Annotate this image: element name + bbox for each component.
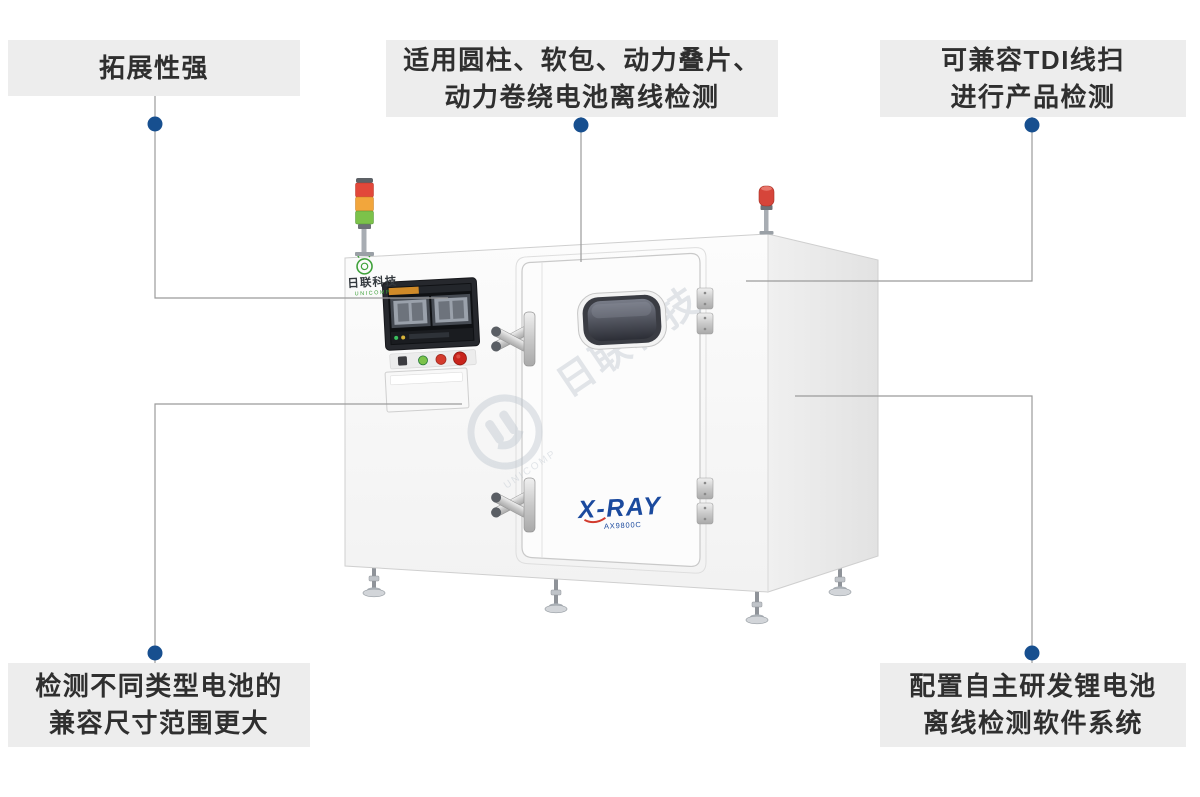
brand-name: 日联科技	[347, 274, 398, 291]
hinge	[696, 312, 714, 335]
callout-text: 进行产品检测	[950, 81, 1116, 112]
xray-logo-text: X-RAY	[576, 492, 664, 524]
control-buttons	[389, 349, 477, 370]
connector-dot	[147, 645, 163, 661]
callout-text: 可兼容TDI线扫	[941, 44, 1125, 75]
machine-foot	[362, 565, 386, 598]
callout-expandability: 拓展性强	[8, 40, 300, 96]
beacon-red-lamp	[758, 185, 775, 207]
xray-machine: 日联科技 UNICOMP	[344, 178, 879, 625]
connector-dot	[573, 117, 589, 133]
callout-text: 适用圆柱、软包、动力叠片、	[403, 44, 761, 75]
beacon-light	[758, 185, 775, 235]
machine-foot	[745, 590, 769, 625]
door-window	[577, 290, 667, 350]
signal-tower	[355, 178, 374, 256]
connector-dot	[1024, 117, 1040, 133]
machine-foot	[544, 578, 568, 614]
door-hinges	[696, 287, 714, 525]
callout-text: 动力卷绕电池离线检测	[444, 81, 720, 112]
monitor	[381, 277, 481, 351]
drawer-panel	[384, 367, 470, 413]
callout-connectors	[147, 96, 1040, 663]
green-button	[418, 355, 428, 366]
callout-tdi-scan: 可兼容TDI线扫 进行产品检测	[880, 40, 1186, 117]
xray-logo-swoosh	[583, 516, 606, 524]
tower-red-light	[355, 182, 374, 198]
door-frame	[515, 247, 707, 574]
connector-top-right	[746, 117, 1033, 282]
machine-feet	[362, 565, 852, 625]
callout-software: 配置自主研发锂电池 离线检测软件系统	[880, 663, 1186, 747]
callout-text: 离线检测软件系统	[922, 708, 1143, 738]
connector-dot	[147, 116, 163, 132]
callout-size-range: 检测不同类型电池的 兼容尺寸范围更大	[8, 663, 310, 747]
hinge	[696, 287, 714, 310]
connector-bottom-left	[154, 403, 462, 663]
connector-bottom-right	[795, 395, 1033, 663]
connector-dot	[1024, 645, 1040, 661]
power-switch	[397, 356, 408, 366]
xray-model-text: AX9800C	[604, 520, 642, 531]
hinge	[696, 477, 714, 500]
callout-battery-types: 适用圆柱、软包、动力叠片、 动力卷绕电池离线检测	[386, 40, 778, 117]
brand-logo: 日联科技 UNICOMP	[347, 251, 398, 298]
door-handle-top	[491, 311, 536, 367]
xray-logo: X-RAY AX9800C	[576, 492, 664, 531]
callout-text: 拓展性强	[98, 52, 209, 83]
callout-text: 配置自主研发锂电池	[909, 671, 1157, 701]
tower-amber-light	[355, 196, 374, 212]
tower-green-light	[355, 210, 374, 225]
door-handle-bottom	[491, 477, 536, 533]
emergency-stop-button	[453, 351, 467, 366]
callout-text: 检测不同类型电池的	[35, 671, 283, 701]
machine-foot	[828, 567, 852, 597]
cabinet-side-face	[767, 233, 879, 593]
callout-text: 兼容尺寸范围更大	[48, 708, 269, 738]
hinge	[696, 502, 714, 525]
connector-top-left	[154, 96, 448, 299]
red-button	[435, 354, 447, 365]
brand-sub: UNICOMP	[355, 290, 392, 298]
